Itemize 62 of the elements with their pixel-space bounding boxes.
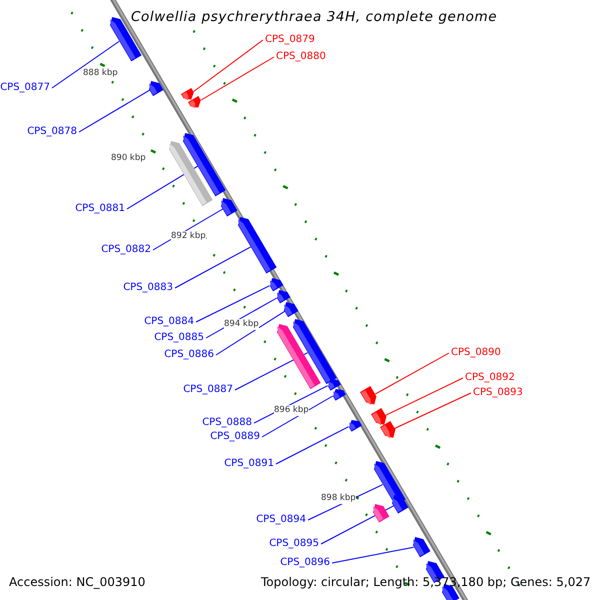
leader-line <box>78 90 150 132</box>
gene-feature <box>284 302 299 318</box>
gene-feature <box>149 80 164 96</box>
gene-label: CPS_0884 <box>144 315 194 329</box>
leader-line <box>193 40 264 92</box>
leader-line <box>320 505 394 544</box>
gene-feature <box>373 504 390 523</box>
gene-label: CPS_0894 <box>256 513 306 527</box>
accession-text: Accession: NC_003910 <box>9 575 146 589</box>
scale-label: 892 kbp <box>171 231 206 242</box>
gene-feature <box>348 420 362 432</box>
gene-feature <box>328 378 341 390</box>
gene-feature <box>370 408 386 425</box>
scale-label: 896 kbp <box>274 405 309 416</box>
gene-feature <box>380 421 396 438</box>
gene-feature <box>168 140 212 206</box>
scale-label: 890 kbp <box>111 153 146 164</box>
scale-label: 898 kbp <box>321 493 356 504</box>
leader-line <box>174 246 252 288</box>
leader-line <box>52 40 120 88</box>
gene-feature <box>392 495 409 514</box>
gene-feature <box>276 290 290 304</box>
gene-label: CPS_0881 <box>75 202 125 216</box>
gene-feature <box>412 537 430 558</box>
gene-feature <box>188 96 202 108</box>
leader-line <box>384 378 464 416</box>
leader-line <box>200 56 274 100</box>
gene-feature <box>276 324 320 390</box>
scale-label: 888 kbp <box>83 68 118 79</box>
gene-label: CPS_0890 <box>451 346 501 360</box>
gene-label: CPS_0891 <box>224 457 274 471</box>
gene-label: CPS_0882 <box>101 243 151 257</box>
leader-line <box>126 166 198 210</box>
gene-label: CPS_0885 <box>154 331 204 345</box>
gene-label: CPS_0879 <box>265 33 315 47</box>
leader-line <box>276 426 350 464</box>
genome-summary-text: Topology: circular; Length: 5,373,180 bp; Genes: 5,027 <box>261 575 591 589</box>
gene-label: CPS_0877 <box>0 81 50 95</box>
leader-line <box>196 285 270 322</box>
gene-feature <box>238 217 277 274</box>
gene-label: CPS_0886 <box>164 348 214 362</box>
gene-label: CPS_0896 <box>280 556 330 570</box>
gene-label: CPS_0878 <box>27 125 77 139</box>
gene-label: CPS_0883 <box>123 281 173 295</box>
gene-label: CPS_0880 <box>276 50 326 64</box>
gene-feature <box>181 88 194 100</box>
scale-label: 894 kbp <box>224 319 259 330</box>
gene-label: CPS_0888 <box>202 416 252 430</box>
gene-feature <box>360 386 377 405</box>
leader-line <box>332 546 414 564</box>
leader-line <box>374 352 450 395</box>
gene-label: CPS_0892 <box>465 371 515 385</box>
gene-feature <box>221 198 238 217</box>
gene-label: CPS_0893 <box>473 386 523 400</box>
leader-line <box>216 310 286 356</box>
gene-label: CPS_0895 <box>269 537 319 551</box>
gene-label: CPS_0889 <box>210 430 260 444</box>
gene-feature <box>270 278 284 292</box>
leader-line <box>394 392 472 429</box>
gene-feature <box>332 388 346 400</box>
diagram-title: Colwellia psychrerythraea 34H, complete genome <box>131 10 498 24</box>
gene-label: CPS_0887 <box>183 383 233 397</box>
